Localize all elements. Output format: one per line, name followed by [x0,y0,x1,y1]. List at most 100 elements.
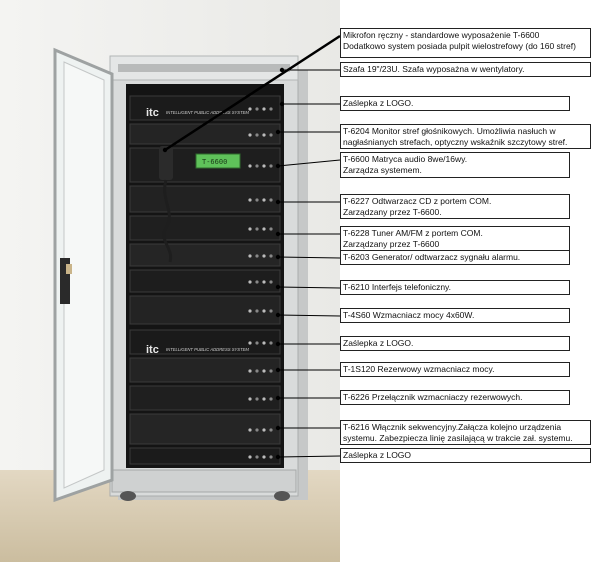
unit-control [248,341,252,345]
open-glass-door [53,47,114,503]
unit-control [255,369,259,373]
unit-control [269,397,273,401]
unit-control [248,133,252,137]
unit-control [269,133,273,137]
pointer-dot-mic [162,147,168,153]
label-t6228: T-6228 Tuner AM/FM z portem COM. Zarządz… [340,226,570,251]
unit-control [269,309,273,313]
pointer-dot-logo-bottom [275,454,281,460]
pointer-line-mic [164,34,341,152]
label-t6226: T-6226 Przełącznik wzmacniaczy rezerwowy… [340,390,570,405]
unit-control [248,198,252,202]
pointer-dot-logo-mid [275,341,281,347]
label-t6210: T-6210 Interfejs telefoniczny. [340,280,570,295]
unit-control [262,133,266,137]
label-t6600: T-6600 Matryca audio 8we/16wy. Zarządza … [340,152,570,178]
unit-control [248,254,252,258]
panel-logo-text: itc [146,107,159,119]
unit-control [262,341,266,345]
unit-control [269,198,273,202]
pointer-dot-logo-top [279,101,285,107]
rack-unit [129,215,281,241]
handheld-microphone [159,146,173,263]
label-t4s60: T-4S60 Wzmacniacz mocy 4x60W. [340,308,570,323]
label-logo-top: Zaślepka z LOGO. [340,96,570,111]
pointer-dot-t4s60 [275,312,281,318]
unit-control [262,428,266,432]
lcd-readout: T-6600 [202,158,227,166]
label-t6227: T-6227 Odtwarzacz CD z portem COM. Zarzą… [340,194,570,219]
unit-control [255,254,259,258]
label-t1s120: T-1S120 Rezerwowy wzmacniacz mocy. [340,362,570,377]
pointer-dot-t1s120 [275,367,281,373]
pointer-dot-t6226 [275,395,281,401]
rack-unit [129,447,281,465]
pointer-lines [162,34,341,460]
unit-control [262,455,266,459]
unit-control [255,133,259,137]
rack-unit [129,295,281,325]
label-mic: Mikrofon ręczny - standardowe wyposażeni… [340,28,591,58]
unit-control [255,341,259,345]
rack-unit [129,357,281,383]
unit-control [255,280,259,284]
panel-caption: INTELLIGENT PUBLIC ADDRESS SYSTEM [166,110,249,115]
unit-control [269,369,273,373]
unit-control [255,455,259,459]
rack-unit [129,413,281,445]
unit-control [255,164,259,168]
unit-control [248,309,252,313]
unit-control [248,107,252,111]
pointer-dot-t6204 [275,129,281,135]
unit-control [269,164,273,168]
rack-unit [129,329,281,355]
unit-control [255,309,259,313]
rack-unit [129,185,281,213]
unit-control [269,280,273,284]
pointer-dot-t6216 [275,425,281,431]
pointer-line-t6600 [277,159,341,167]
pointer-line-t6210 [277,286,341,289]
unit-control [248,428,252,432]
unit-control [255,397,259,401]
unit-control [255,428,259,432]
label-logo-bottom: Zaślepka z LOGO [340,448,591,463]
rack-unit [129,269,281,293]
unit-control [248,280,252,284]
label-t6203: T-6203 Generator/ odtwarzacz sygnału ala… [340,250,570,265]
unit-control [248,397,252,401]
cabinet-plinth [111,469,297,493]
pointer-dot-t6210 [275,284,281,290]
door-handle [60,258,70,304]
unit-control [262,227,266,231]
unit-control [262,107,266,111]
unit-control [255,227,259,231]
pointer-line-t6203 [277,256,341,259]
pointer-line-t4s60 [277,314,341,317]
unit-control [269,455,273,459]
pointer-dot-t6227 [275,199,281,205]
unit-control [269,254,273,258]
label-cabinet: Szafa 19"/23U. Szafa wyposażna w wentyla… [340,62,591,77]
pointer-line-logo-bottom [277,455,341,458]
label-logo-mid: Zaślepka z LOGO. [340,336,570,351]
unit-control [255,198,259,202]
pointer-dot-cabinet [279,67,285,73]
unit-control [262,164,266,168]
panel-logo-text-mid: itc [146,344,159,356]
unit-control [269,107,273,111]
unit-control [255,107,259,111]
unit-control [262,309,266,313]
pointer-dot-t6203 [275,254,281,260]
unit-control [262,254,266,258]
pointer-dot-t6600 [275,163,281,169]
casters [120,491,290,501]
ventilation-grille [118,64,290,72]
unit-control [269,428,273,432]
lcd-display: T-6600 [195,153,241,169]
unit-control [262,198,266,202]
pointer-dot-t6228 [275,231,281,237]
unit-control [269,341,273,345]
